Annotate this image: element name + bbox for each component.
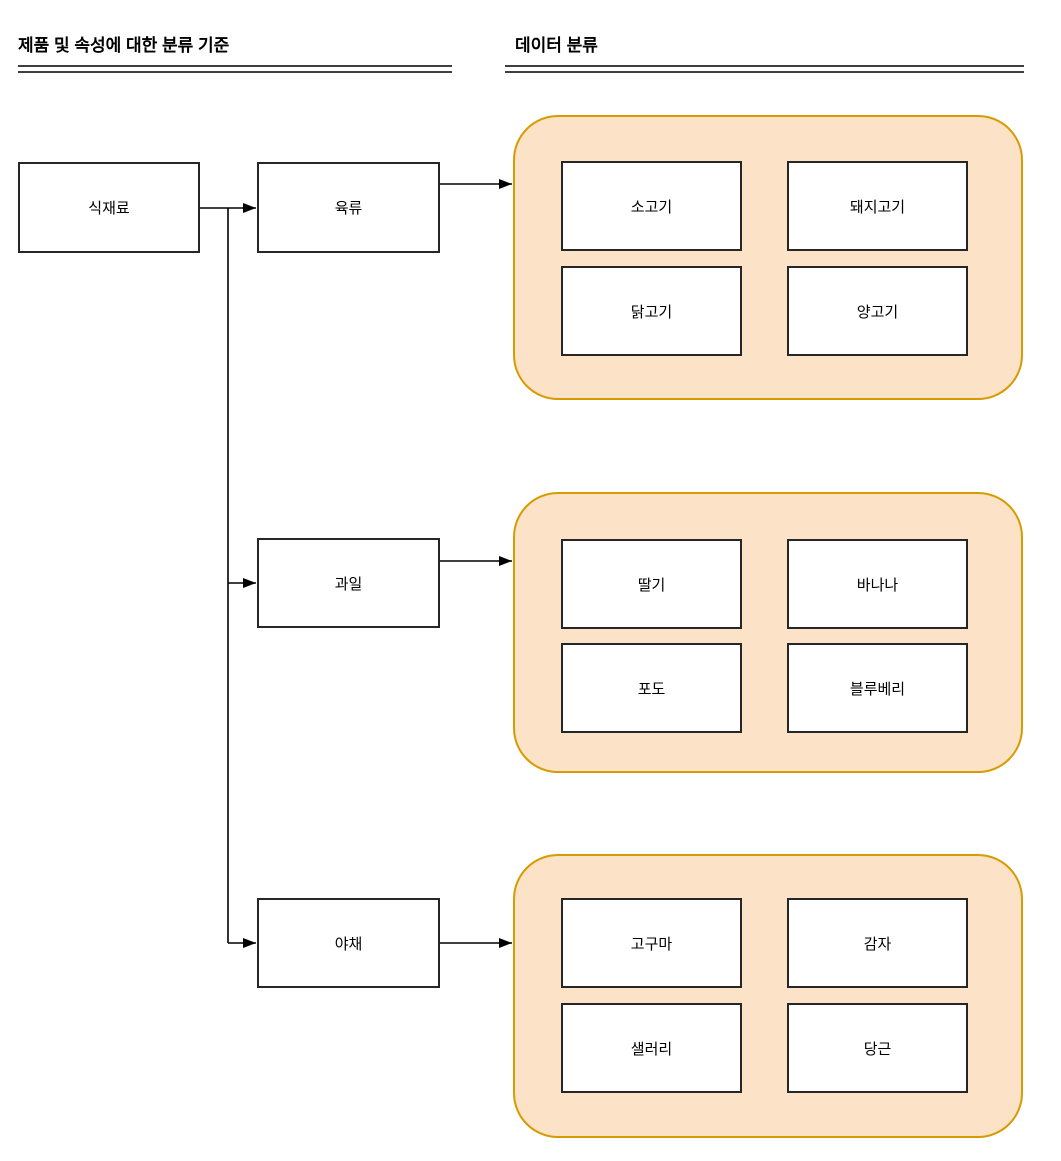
category-box-vegetable: 야채 [257, 898, 440, 988]
item-box-strawberry: 딸기 [561, 539, 742, 629]
item-box-chicken: 닭고기 [561, 266, 742, 356]
item-box-celery: 샐러리 [561, 1003, 742, 1093]
item-box-beef: 소고기 [561, 161, 742, 251]
item-box-banana: 바나나 [787, 539, 968, 629]
title-rule-data [505, 65, 1024, 73]
title-rule-criteria [18, 65, 452, 73]
section-title-criteria: 제품 및 속성에 대한 분류 기준 [18, 36, 230, 55]
item-box-sweet-potato: 고구마 [561, 898, 742, 988]
section-title-data: 데이터 분류 [515, 36, 598, 55]
group-container-vegetable [513, 854, 1023, 1138]
root-box-ingredients: 식재료 [18, 162, 200, 253]
item-box-carrot: 당근 [787, 1003, 968, 1093]
item-box-pork: 돼지고기 [787, 161, 968, 251]
item-box-grape: 포도 [561, 643, 742, 733]
item-box-lamb: 양고기 [787, 266, 968, 356]
category-box-fruit: 과일 [257, 538, 440, 628]
item-box-blueberry: 블루베리 [787, 643, 968, 733]
category-box-meat: 육류 [257, 162, 440, 253]
group-container-meat [513, 115, 1023, 400]
item-box-potato: 감자 [787, 898, 968, 988]
